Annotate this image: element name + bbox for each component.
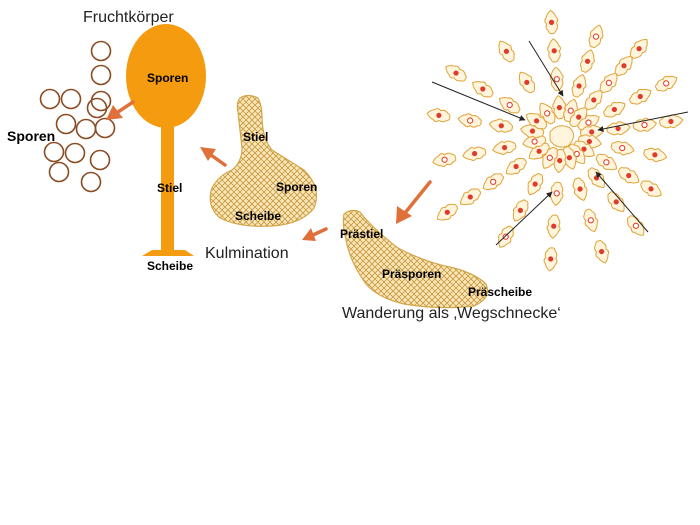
amoeba-aggregation: [426, 9, 684, 272]
spore: [55, 113, 77, 135]
amoeba-cell: [603, 101, 626, 118]
amoeba-cell: [518, 71, 536, 94]
aggregation-arrow: [597, 111, 689, 132]
arrow-spore-release-icon: [106, 100, 135, 120]
amoeba-cell: [655, 75, 678, 92]
spore: [60, 88, 82, 110]
slug-body: [342, 209, 489, 309]
amoeba-cell: [618, 167, 640, 184]
amoeba-cell: [571, 73, 587, 98]
fruiting-disc: [142, 250, 194, 256]
amoeba-cell: [599, 73, 618, 93]
aggregation-arrows: [431, 40, 689, 246]
fruiting-body: [126, 24, 206, 256]
fruiting-stalk: [161, 126, 174, 252]
amoeba-cell: [462, 146, 487, 161]
amoeba-cell: [457, 113, 482, 128]
spore: [90, 64, 112, 86]
amoeba-cell: [583, 208, 599, 233]
amoeba-cell: [614, 56, 633, 76]
spore: [90, 40, 112, 62]
spore: [43, 141, 65, 163]
amoeba-cell: [606, 121, 631, 136]
amoeba-cell: [525, 112, 548, 130]
amoeba-cell: [643, 147, 668, 163]
amoeba-cell: [482, 173, 504, 190]
label-sporen-left: Sporen: [7, 128, 55, 144]
aggregation-arrow: [595, 171, 649, 233]
aggregation-arrow: [495, 191, 553, 246]
amoeba-cell: [512, 199, 529, 222]
label-fruchtkoerper: Fruchtkörper: [83, 9, 174, 26]
amoeba-cell: [543, 247, 558, 272]
spore: [94, 117, 116, 139]
arrow-to-slug-icon: [396, 180, 432, 224]
label-scheibe: Scheibe: [147, 259, 193, 273]
label-stiel: Stiel: [157, 181, 182, 195]
amoeba-cell: [594, 239, 610, 264]
label-kulm-scheibe: Scheibe: [235, 209, 281, 223]
amoeba-cell: [498, 97, 521, 114]
amoeba-cell: [629, 38, 648, 59]
culmination-body: [209, 94, 317, 227]
amoeba-cell: [549, 66, 564, 91]
amoeba-cell: [527, 173, 544, 196]
amoeba-cell: [610, 140, 635, 156]
amoeba-cell: [572, 177, 588, 202]
amoeba-cell: [498, 225, 514, 248]
aggregation-arrow: [431, 81, 526, 121]
label-kulmination: Kulmination: [205, 245, 289, 262]
aggregation-center: [549, 125, 574, 148]
amoeba-cell: [579, 49, 595, 73]
arrow-to-culmination-icon: [302, 227, 328, 241]
spore: [64, 142, 86, 164]
label-kulm-stiel: Stiel: [243, 130, 268, 144]
amoeba-cell: [505, 157, 527, 175]
spore: [48, 161, 70, 183]
amoeba-cell: [459, 188, 482, 206]
spore: [86, 97, 108, 119]
amoeba-cell: [432, 152, 457, 168]
label-wanderung: Wanderung als ‚Wegschnecke‘: [342, 305, 561, 322]
amoeba-cell: [629, 88, 652, 105]
amoeba-cell: [627, 215, 645, 236]
amoeba-cell: [588, 24, 604, 49]
amoeba-cell: [472, 81, 494, 98]
spore: [75, 118, 97, 140]
amoeba-cell: [426, 108, 451, 123]
label-praescheibe: Präscheibe: [468, 285, 532, 299]
amoeba-cell: [595, 153, 618, 171]
label-praesporen: Präsporen: [382, 267, 441, 281]
spore: [90, 90, 112, 112]
amoeba-cell: [522, 134, 547, 149]
amoeba-cell: [552, 95, 567, 120]
amoeba-cell: [498, 40, 515, 63]
spore: [80, 171, 102, 193]
amoeba-cell: [488, 118, 513, 133]
stage-arrows: [106, 100, 432, 241]
amoeba-cell: [445, 65, 467, 82]
amoeba-cell: [549, 181, 564, 206]
aggregation-arrow: [528, 40, 564, 97]
amoeba-cell: [640, 180, 662, 197]
amoeba-cell: [492, 140, 517, 155]
amoeba-cell: [584, 90, 603, 111]
amoeba-cell: [547, 38, 562, 63]
amoeba-cell: [539, 102, 556, 125]
arrow-to-fruiting-body-icon: [200, 147, 227, 167]
label-sporen-head: Sporen: [147, 71, 188, 85]
amoeba-cell: [544, 9, 559, 35]
spore-head: [126, 24, 206, 128]
amoeba-cell: [607, 191, 625, 212]
spore-cluster: [39, 40, 116, 193]
amoeba-cell: [546, 214, 561, 239]
spore: [39, 88, 61, 110]
spore: [89, 149, 111, 171]
label-kulm-sporen: Sporen: [276, 180, 317, 194]
label-praestiel: Prästiel: [340, 227, 383, 241]
amoeba-cell: [436, 203, 459, 221]
